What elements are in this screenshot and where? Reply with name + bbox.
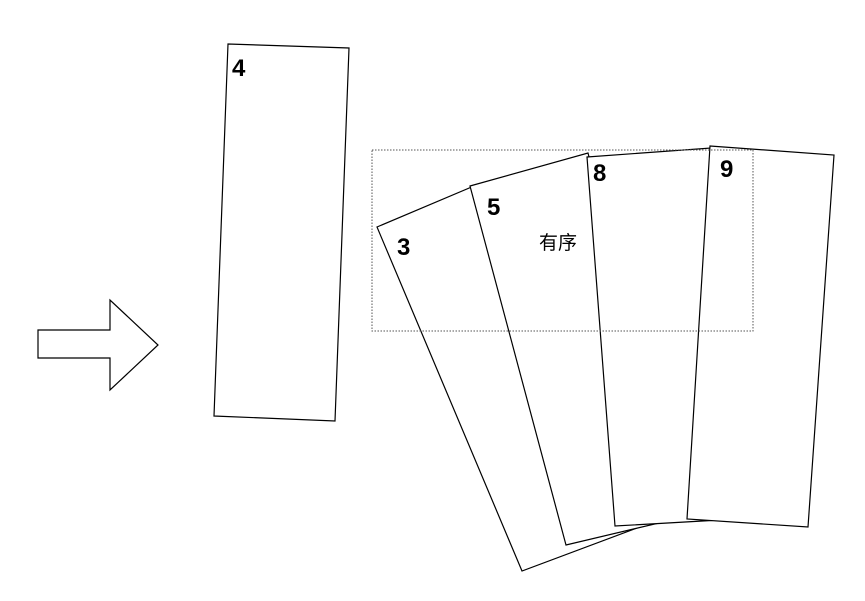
hand-card-3-number: 3	[397, 234, 410, 261]
insert-card: 4	[213, 43, 350, 422]
hand-card-5-number: 5	[487, 194, 500, 221]
sorted-region-label: 有序	[539, 232, 577, 254]
insert-card-number: 4	[232, 55, 246, 82]
sorted-region-box	[371, 149, 754, 332]
insert-card-shape	[213, 43, 350, 422]
hand-card-8-number: 8	[593, 160, 606, 187]
hand-card-9: 9	[686, 145, 835, 528]
hand-card-9-shape	[686, 145, 835, 528]
hand-card-9-number: 9	[720, 156, 733, 183]
right-arrow-icon	[37, 298, 159, 392]
